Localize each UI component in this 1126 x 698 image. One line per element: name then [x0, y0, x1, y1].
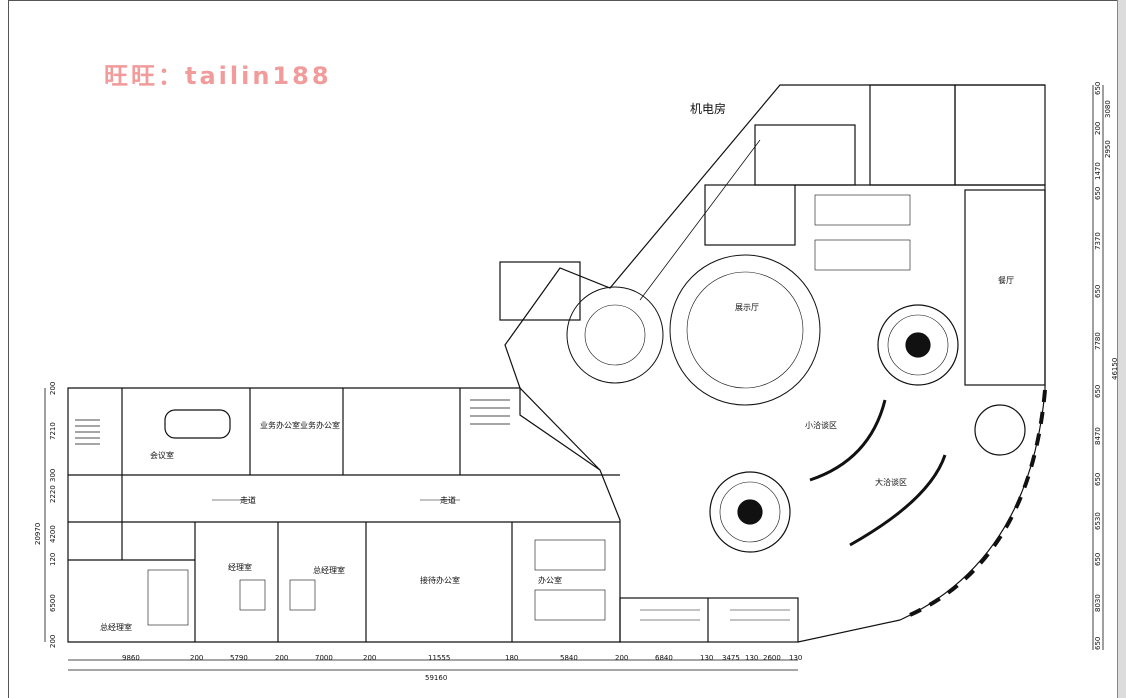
- label-office-b: 业务办公室: [300, 420, 340, 430]
- dim-l-2: 300: [49, 469, 57, 482]
- dim-b-8: 5840: [560, 654, 578, 662]
- dim-l-1: 7210: [49, 422, 57, 440]
- dim-r-6: 7370: [1094, 232, 1102, 250]
- left-wing-outline: [67, 387, 621, 643]
- dim-b-6: 11555: [428, 654, 450, 662]
- dim-r-4: 1470: [1094, 162, 1102, 180]
- label-director-room: 总经理室: [313, 565, 345, 575]
- dim-total: 59160: [425, 674, 447, 682]
- label-open-office: 办公室: [538, 575, 562, 585]
- dim-r-2: 200: [1094, 122, 1102, 135]
- dim-b-9: 200: [615, 654, 628, 662]
- dim-b-7: 180: [505, 654, 518, 662]
- label-reception-office: 接待办公室: [420, 575, 460, 585]
- label-machine-room: 机电房: [690, 101, 726, 116]
- dim-r-0: 650: [1094, 82, 1102, 95]
- label-big-lounge: 大洽谈区: [875, 477, 907, 487]
- dim-b-12: 3475: [722, 654, 740, 662]
- dim-r-8: 7780: [1094, 332, 1102, 350]
- dim-r-12: 6530: [1094, 512, 1102, 530]
- dim-right-total: 46150: [1111, 358, 1119, 380]
- dim-r-14: 8030: [1094, 594, 1102, 612]
- dim-b-5: 200: [363, 654, 376, 662]
- dim-r-1: 3080: [1104, 100, 1112, 118]
- label-office-a: 业务办公室: [260, 420, 300, 430]
- dim-l-4: 4200: [49, 525, 57, 543]
- dim-r-10: 8470: [1094, 427, 1102, 445]
- dim-b-0: 9860: [122, 654, 140, 662]
- dim-r-15: 650: [1094, 637, 1102, 650]
- dim-left-total: 20970: [34, 523, 42, 545]
- dim-r-9: 650: [1094, 385, 1102, 398]
- dim-l-7: 200: [49, 635, 57, 648]
- scrollbar-right[interactable]: [1117, 0, 1126, 698]
- dim-b-14: 2600: [763, 654, 781, 662]
- label-manager-room: 经理室: [228, 562, 252, 572]
- dim-b-1: 200: [190, 654, 203, 662]
- dim-l-5: 120: [49, 553, 57, 566]
- frame-top: [8, 0, 1117, 1]
- dim-r-3: 2950: [1104, 140, 1112, 158]
- dim-b-2: 5790: [230, 654, 248, 662]
- label-exhibit-hall: 展示厅: [735, 303, 759, 312]
- label-meeting-room: 会议室: [150, 450, 174, 460]
- dim-r-11: 650: [1094, 473, 1102, 486]
- dim-l-0: 200: [49, 382, 57, 395]
- label-corridor-b: 走道: [440, 495, 456, 505]
- frame-left: [8, 0, 9, 698]
- label-corridor-a: 走道: [240, 495, 256, 505]
- dim-b-11: 130: [700, 654, 713, 662]
- dim-b-13: 130: [745, 654, 758, 662]
- watermark: 旺旺：tailin188: [104, 62, 332, 90]
- dim-b-10: 6840: [655, 654, 673, 662]
- dim-r-7: 650: [1094, 285, 1102, 298]
- label-gm-office: 总经理室: [100, 622, 132, 632]
- meeting-table: [164, 409, 231, 439]
- dim-l-3: 2220: [49, 485, 57, 503]
- label-dining: 餐厅: [998, 276, 1014, 285]
- dim-l-6: 6500: [49, 594, 57, 612]
- dim-b-15: 130: [789, 654, 802, 662]
- dim-r-13: 650: [1094, 553, 1102, 566]
- label-small-lounge: 小洽谈区: [805, 420, 837, 430]
- dim-b-3: 200: [275, 654, 288, 662]
- dim-b-4: 7000: [315, 654, 333, 662]
- dim-r-5: 650: [1094, 187, 1102, 200]
